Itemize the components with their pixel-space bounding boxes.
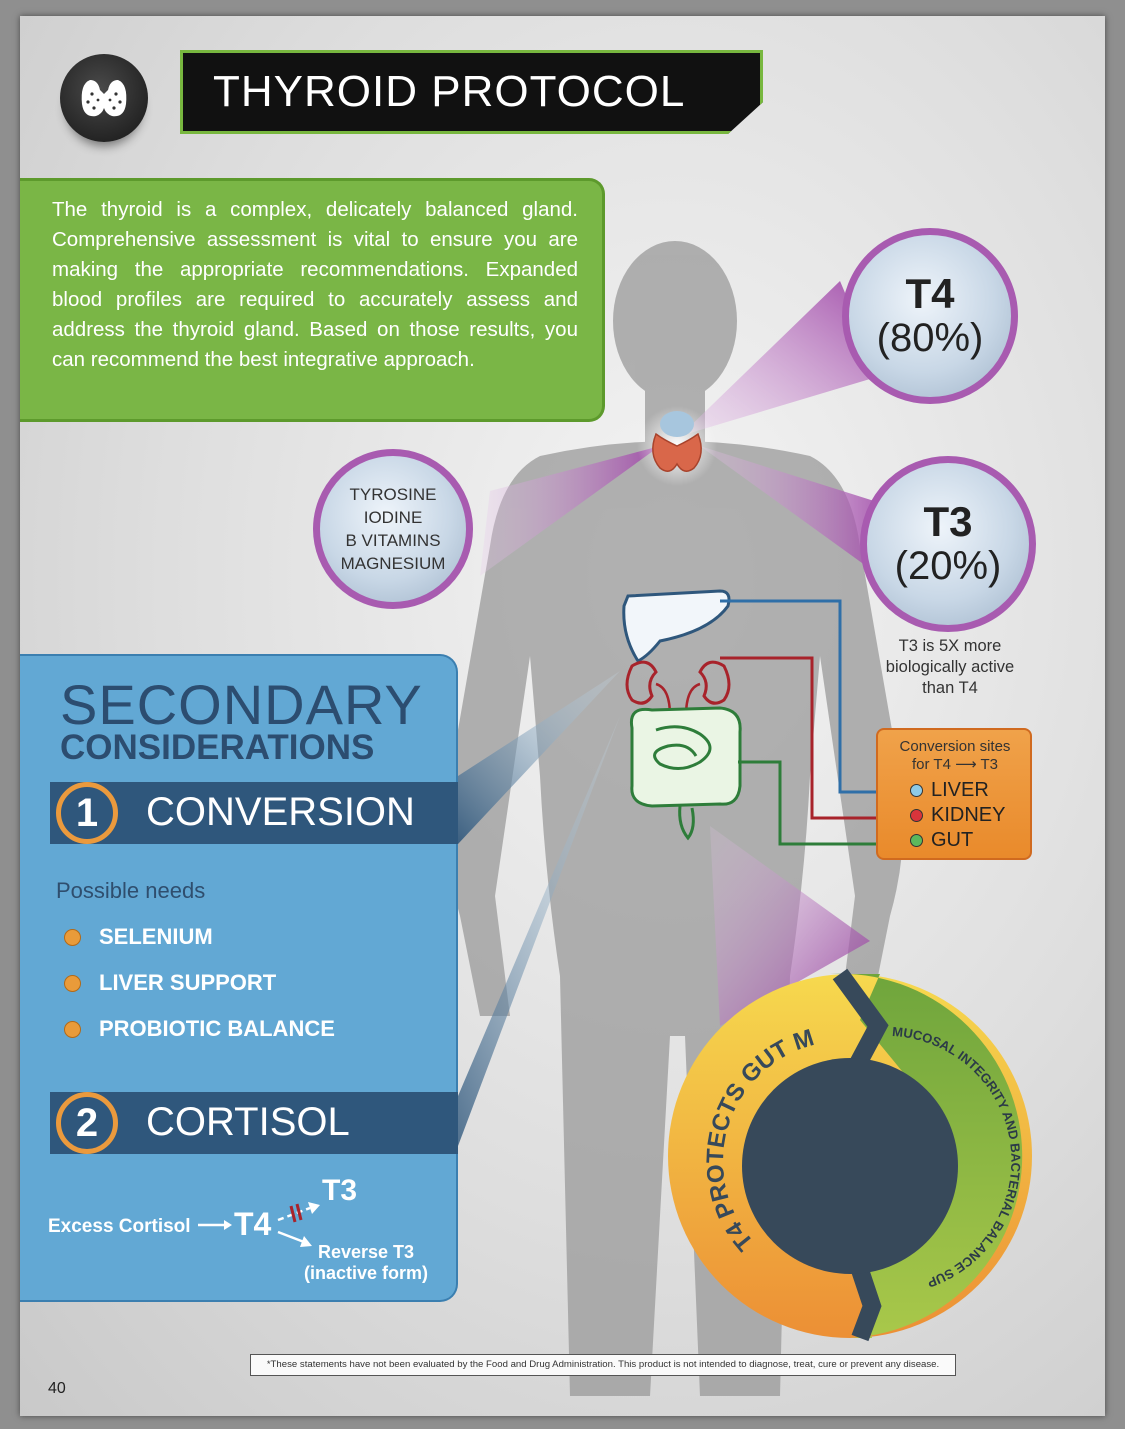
- possible-needs-label: Possible needs: [56, 878, 206, 903]
- cortisol-band: [50, 1092, 458, 1154]
- page-number: 40: [48, 1380, 66, 1397]
- page-title: THYROID PROTOCOL: [213, 67, 686, 116]
- bullet-icon: [64, 928, 81, 946]
- intro-paragraph: The thyroid is a complex, delicately bal…: [20, 178, 605, 422]
- t3-note: T3 is 5X more biologically active than T…: [885, 637, 1015, 697]
- t4-percent: (80%): [876, 316, 984, 360]
- bullet-icon: [64, 974, 81, 992]
- need-item: LIVER SUPPORT: [64, 970, 276, 996]
- liver-organ: [622, 589, 731, 663]
- t4-label: T4: [905, 270, 955, 317]
- site-label: LIVER: [931, 779, 989, 801]
- nutrients-circle: TYROSINE IODINE B VITAMINS MAGNESIUM: [313, 449, 473, 609]
- conversion-sites-box: Conversion sites for T4 ⟶ T3 LIVER KIDNE…: [876, 728, 1032, 860]
- excess-cortisol-label: Excess Cortisol: [48, 1216, 191, 1237]
- need-item: SELENIUM: [64, 924, 213, 950]
- need-item: PROBIOTIC BALANCE: [64, 1016, 335, 1042]
- fda-disclaimer: *These statements have not been evaluate…: [250, 1354, 956, 1376]
- cortisol-arrows-icon: [198, 1202, 320, 1247]
- secondary-heading: SECONDARY: [60, 673, 423, 736]
- thyroid-gland: [652, 432, 702, 472]
- t3-circle: T3 (20%): [860, 456, 1036, 632]
- thyroid-icon: [81, 80, 127, 117]
- cortisol-t4: T4: [234, 1206, 272, 1242]
- thyroid-logo: [60, 54, 148, 142]
- need-label: PROBIOTIC BALANCE: [99, 1016, 335, 1041]
- t3-percent: (20%): [894, 544, 1002, 588]
- need-label: SELENIUM: [99, 924, 213, 949]
- gut-mucosal-circle: T4 PROTECTS GUT MUCOSAL LINING MUCOSAL I…: [660, 966, 1032, 1342]
- number-badge-1: 1: [56, 782, 118, 844]
- conversion-title-1: Conversion sites: [899, 738, 1011, 755]
- nutrient-item: TYROSINE: [349, 485, 437, 504]
- larynx-shape: [660, 411, 694, 437]
- site-kidney: KIDNEY: [910, 803, 1024, 828]
- reverse-t3-line: Reverse T3: [317, 1242, 415, 1262]
- kidney-right: [698, 660, 731, 705]
- site-label: KIDNEY: [931, 804, 1006, 826]
- cortisol-label: CORTISOL: [146, 1100, 350, 1144]
- inactive-form-line: (inactive form): [303, 1263, 429, 1283]
- number-badge-2: 2: [56, 1092, 118, 1154]
- conversion-label: CONVERSION: [146, 790, 415, 834]
- body-illustration: [446, 241, 906, 1396]
- site-label: GUT: [931, 829, 974, 851]
- reverse-t3-label: Reverse T3 (inactive form): [296, 1242, 436, 1284]
- t4-circle: T4 (80%): [842, 228, 1018, 404]
- liver-dot-icon: [910, 784, 923, 797]
- site-gut: GUT: [910, 828, 1024, 853]
- conversion-band: [50, 782, 458, 844]
- intestines-organ: [629, 706, 742, 841]
- nutrient-item: IODINE: [363, 508, 423, 527]
- kidney-dot-icon: [910, 809, 923, 822]
- page: THYROID PROTOCOL The thyroid is a comple…: [20, 16, 1105, 1416]
- kidney-left: [625, 660, 658, 705]
- site-liver: LIVER: [910, 778, 1024, 803]
- considerations-heading: CONSIDERATIONS: [60, 728, 375, 767]
- cortisol-t3: T3: [322, 1174, 358, 1207]
- conversion-title-2: for T4 ⟶ T3: [912, 756, 998, 773]
- nutrient-item: MAGNESIUM: [340, 554, 446, 573]
- bullet-icon: [64, 1020, 81, 1038]
- nutrient-item: B VITAMINS: [345, 531, 441, 550]
- gut-dot-icon: [910, 834, 923, 847]
- secondary-considerations-panel: SECONDARY CONSIDERATIONS 1 CONVERSION Po…: [20, 654, 458, 1302]
- title-banner: THYROID PROTOCOL: [180, 50, 763, 134]
- t3-label: T3: [923, 498, 973, 545]
- need-label: LIVER SUPPORT: [99, 970, 277, 995]
